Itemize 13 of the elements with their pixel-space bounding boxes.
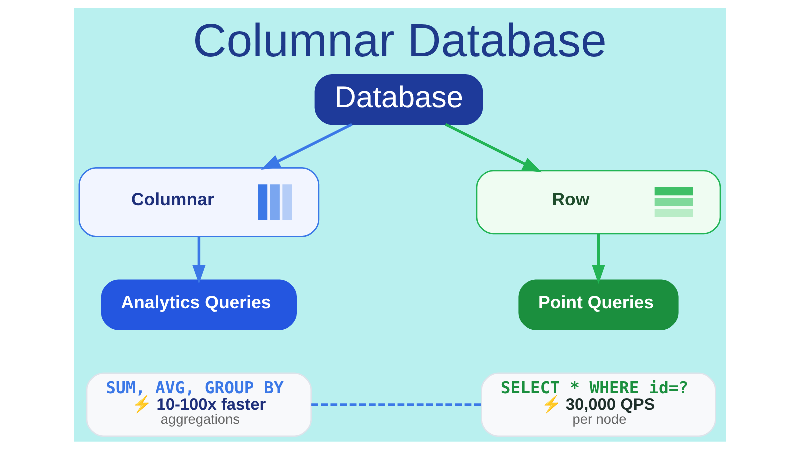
- node-box: Analytics Queries: [101, 280, 298, 330]
- node-box: Columnar: [78, 168, 320, 238]
- node-box: SELECT * WHERE id=? ⚡ 30,000 QPS per node: [481, 372, 716, 438]
- arrow: [445, 123, 542, 173]
- diagram-title: Columnar Database: [193, 14, 607, 66]
- connector: [312, 404, 482, 406]
- node-box: Row: [476, 170, 722, 235]
- node-box: SUM, AVG, GROUP BY ⚡ 10-100x faster aggregations: [86, 372, 312, 438]
- arrow: [592, 234, 606, 284]
- node-box: Database: [314, 74, 484, 126]
- arrow: [192, 237, 206, 284]
- node-box: Point Queries: [518, 280, 679, 330]
- arrow: [261, 123, 353, 170]
